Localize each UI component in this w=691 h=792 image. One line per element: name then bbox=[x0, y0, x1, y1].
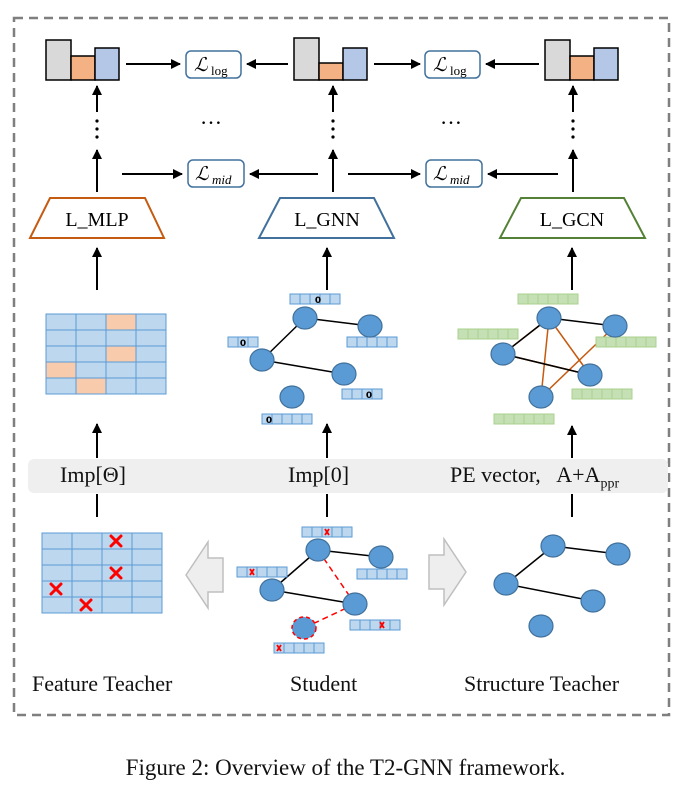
gray-arrow-left bbox=[185, 539, 224, 611]
feature-table-raw bbox=[41, 532, 163, 614]
loss-mid-box-left: ℒ mid bbox=[187, 159, 245, 188]
loss-mid-sub: mid bbox=[450, 172, 470, 187]
loss-log-sub: log bbox=[211, 63, 228, 78]
head-gcn: L_GCN bbox=[498, 197, 647, 239]
student-graph-raw bbox=[236, 526, 408, 654]
ppr-subscript: ppr bbox=[600, 476, 620, 492]
framework-figure: ℒ log ℒ log ℒ mid ℒ mid … … bbox=[12, 16, 671, 717]
loss-symbol: ℒ bbox=[195, 164, 210, 185]
loss-symbol: ℒ bbox=[433, 164, 448, 185]
student-graph-imputed: 0 0 0 0 bbox=[227, 293, 398, 426]
svg-text:L_MLP: L_MLP bbox=[65, 209, 128, 231]
head-gnn: L_GNN bbox=[257, 197, 396, 239]
frame bbox=[12, 16, 671, 717]
loss-symbol: ℒ bbox=[194, 55, 209, 76]
label-student: Student bbox=[290, 671, 358, 696]
missing-node bbox=[291, 616, 317, 640]
zero-mark: 0 bbox=[266, 416, 272, 426]
vertical-arrows bbox=[92, 85, 578, 517]
zero-mark: 0 bbox=[366, 391, 372, 401]
svg-text:L_GCN: L_GCN bbox=[540, 209, 604, 231]
structure-graph-pe bbox=[457, 293, 657, 425]
input-label-student: Imp[0] bbox=[288, 462, 350, 487]
loss-symbol: ℒ bbox=[433, 55, 448, 76]
ellipsis-h-right: … bbox=[440, 104, 462, 129]
loss-mid-box-right: ℒ mid bbox=[425, 159, 483, 188]
input-band bbox=[28, 459, 668, 493]
ellipsis-v bbox=[95, 119, 575, 139]
adjacency-text: A+A bbox=[556, 462, 601, 487]
zero-mark: 0 bbox=[240, 339, 246, 349]
loss-log-box-right: ℒ log bbox=[424, 50, 481, 79]
head-mlp: L_MLP bbox=[28, 197, 166, 239]
pe-vector-text: PE vector, bbox=[450, 462, 541, 487]
input-label-feature: Imp[Θ] bbox=[60, 462, 126, 487]
loss-log-box-left: ℒ log bbox=[185, 50, 242, 79]
label-structure-teacher: Structure Teacher bbox=[464, 671, 620, 696]
ellipsis-h-left: … bbox=[200, 104, 222, 129]
input-label-structure: PE vector, A+Appr bbox=[450, 462, 619, 492]
svg-text:L_GNN: L_GNN bbox=[294, 209, 360, 231]
label-feature-teacher: Feature Teacher bbox=[32, 671, 173, 696]
logits-bars-gcn bbox=[544, 39, 619, 81]
gray-arrow-right bbox=[428, 536, 467, 608]
zero-mark: 0 bbox=[315, 296, 321, 306]
loss-log-sub: log bbox=[450, 63, 467, 78]
figure-caption: Figure 2: Overview of the T2-GNN framewo… bbox=[125, 755, 566, 780]
logits-bars-gnn bbox=[293, 37, 368, 81]
logits-bars-mlp bbox=[45, 39, 120, 81]
loss-mid-sub: mid bbox=[212, 172, 232, 187]
structure-graph-raw bbox=[493, 534, 631, 638]
feature-table-imputed bbox=[45, 313, 167, 395]
